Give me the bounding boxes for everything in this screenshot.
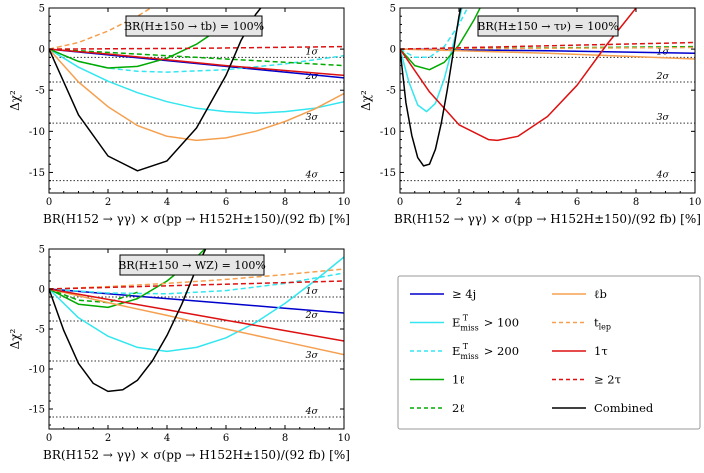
y-tick-label: 5 [39,4,45,15]
y-axis-label: Δχ² [359,90,373,111]
series-line-9 [49,45,344,50]
sigma-label-1: 1σ [305,46,318,57]
y-tick-label: 0 [390,45,396,56]
legend-label-5: EmissT > 200 [452,342,519,361]
sigma-label-1: 1σ [656,46,669,57]
y-axis-label: Δχ² [8,328,22,349]
x-tick-label: 8 [282,433,288,444]
series-line-9 [49,280,344,290]
y-tick-label: -15 [29,168,45,179]
chart-title-box: BR(H±150 → τν) = 100% [477,15,619,37]
x-tick-label: 0 [46,433,52,444]
y-tick-label: -10 [29,365,45,376]
title-box-background [125,15,263,37]
x-tick-label: 10 [338,197,351,208]
series-line-7 [400,46,695,50]
series-line-8 [49,48,344,77]
series-line-6 [49,48,344,142]
sigma-label-4: 4σ [304,170,318,181]
x-tick-label: 4 [164,197,170,208]
legend-label-1: ≥ 4j [452,287,476,301]
x-tick-label: 8 [633,197,639,208]
x-axis-label: BR(H152 → γγ) × σ(pp → H152H±150)/(92 fb… [43,448,350,462]
series-line-5 [49,48,344,67]
x-tick-label: 8 [282,197,288,208]
x-tick-label: 10 [689,197,702,208]
y-tick-label: 0 [39,285,45,296]
series-group [49,249,344,393]
series-line-3 [49,272,344,295]
sigma-label-2: 2σ [304,71,318,82]
y-tick-label: 5 [390,4,396,15]
legend-label-4: tlep [594,316,611,332]
x-tick-label: 4 [515,197,521,208]
series-line-2 [49,48,344,114]
legend-label-6: 1τ [594,344,608,358]
legend-label-10: Combined [594,401,654,415]
y-tick-label: -5 [386,86,396,97]
title-box-background [119,254,265,276]
legend-frame [397,275,701,430]
sigma-label-4: 4σ [304,406,318,417]
sigma-label-4: 4σ [655,170,669,181]
series-line-10 [400,8,462,167]
x-tick-label: 6 [223,197,229,208]
legend-label-2: ℓb [594,287,607,301]
legend-label-3: EmissT > 100 [452,314,519,333]
y-tick-label: -10 [380,127,396,138]
series-line-9 [400,41,695,50]
y-tick-label: -5 [35,86,45,97]
sigma-label-3: 3σ [656,112,669,123]
legend-label-7: 1ℓ [452,373,465,387]
series-line-2 [49,256,344,353]
series-line-8 [49,288,344,342]
x-tick-label: 10 [338,433,351,444]
series-line-1 [400,48,695,54]
x-axis-label: BR(H152 → γγ) × σ(pp → H152H±150)/(92 fb… [43,212,350,226]
x-tick-label: 6 [574,197,580,208]
x-tick-label: 2 [105,433,111,444]
chart-title: BR(H±150 → τν) = 100% [477,20,618,33]
sigma-label-3: 3σ [305,350,318,361]
series-line-5 [49,288,138,304]
y-tick-label: 0 [39,45,45,56]
series-line-7 [49,8,153,50]
x-axis-label: BR(H152 → γγ) × σ(pp → H152H±150)/(92 fb… [394,212,701,226]
legend-label-8: ≥ 2τ [594,373,621,387]
x-tick-label: 6 [223,433,229,444]
x-tick-label: 4 [164,433,170,444]
series-line-6 [49,288,344,356]
x-tick-label: 2 [456,197,462,208]
series-line-6 [400,48,695,60]
y-tick-label: -5 [35,325,45,336]
x-tick-label: 0 [397,197,403,208]
y-axis-label: Δχ² [8,90,22,111]
series-line-4 [49,23,227,69]
chart-title-box: BR(H±150 → WZ) = 100% [118,254,266,276]
chart-title: BR(H±150 → tb) = 100% [124,20,264,33]
chart-title-box: BR(H±150 → tb) = 100% [124,15,264,37]
title-box-background [477,15,619,37]
plot-frame [48,248,345,430]
series-line-3 [400,8,469,59]
y-tick-label: 5 [39,245,45,256]
y-tick-label: -15 [29,405,45,416]
sigma-label-2: 2σ [304,310,318,321]
legend-label-9: 2ℓ [452,401,465,415]
sigma-label-2: 2σ [655,71,669,82]
y-tick-label: -15 [380,168,396,179]
series-line-4 [400,8,481,71]
sigma-label-1: 1σ [305,286,318,297]
sigma-label-3: 3σ [305,112,318,123]
y-tick-label: -10 [29,127,45,138]
chart-title: BR(H±150 → WZ) = 100% [118,259,266,272]
x-tick-label: 0 [46,197,52,208]
x-tick-label: 2 [105,197,111,208]
